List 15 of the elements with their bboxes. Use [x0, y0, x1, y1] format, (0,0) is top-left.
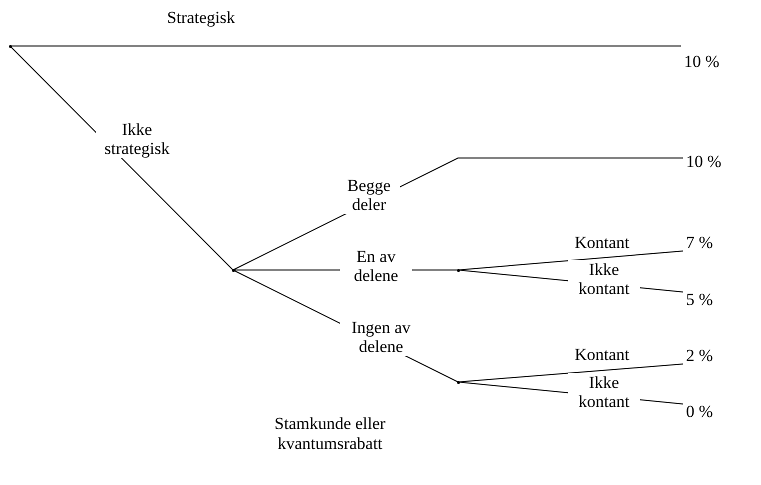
branch-point: [232, 268, 234, 272]
outcome-value: 10 %: [686, 152, 722, 172]
branch-point: [456, 380, 460, 384]
branch-line: [458, 250, 684, 270]
outcome-value: 10 %: [684, 52, 720, 72]
level-label: Stamkunde eller kvantumsrabatt: [274, 414, 386, 454]
edge-label: Strategisk: [166, 8, 236, 27]
outcome-value: 2 %: [686, 346, 713, 366]
branch-line: [10, 46, 234, 270]
branch-point: [8, 44, 12, 48]
outcome-value: 5 %: [686, 290, 713, 310]
branch-line: [458, 364, 684, 382]
outcome-value: 0 %: [686, 402, 713, 422]
branch-point: [456, 268, 460, 272]
outcome-value: 7 %: [686, 233, 713, 253]
